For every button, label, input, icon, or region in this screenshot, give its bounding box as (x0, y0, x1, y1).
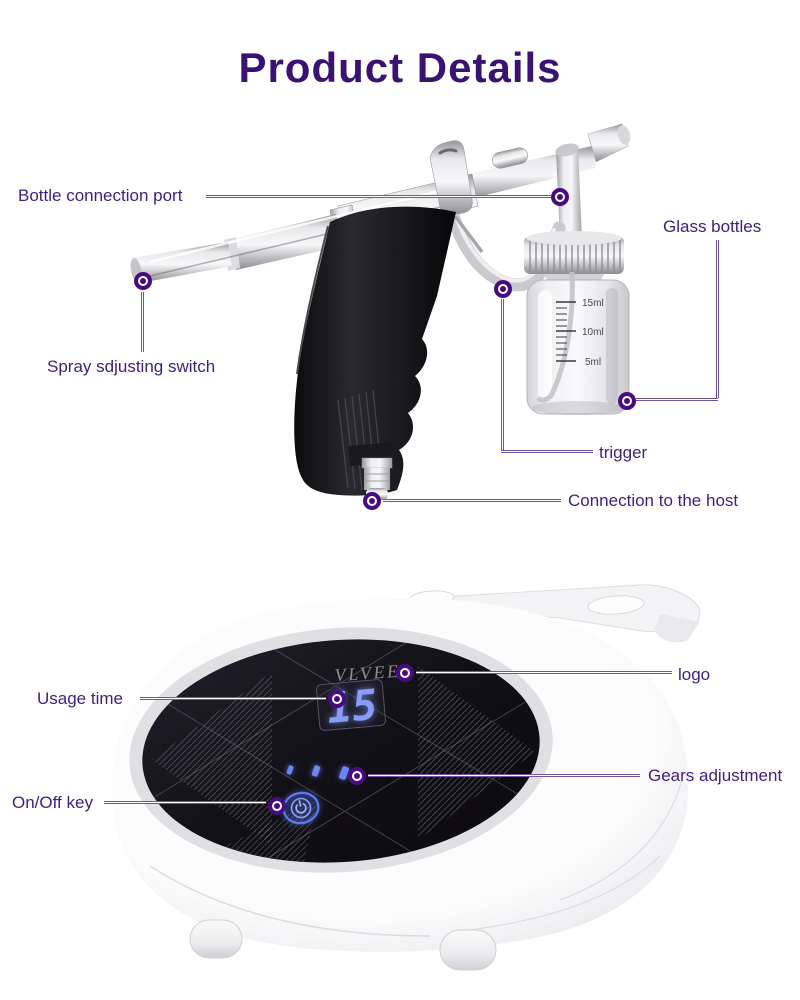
callout-marker-usage-time (328, 690, 346, 708)
bottle-cap-top (526, 231, 622, 245)
foot-right (439, 929, 497, 971)
callout-marker-connection-to-host (363, 492, 381, 510)
connector-ring (361, 457, 393, 469)
callout-label-glass-bottles: Glass bottles (663, 217, 762, 236)
callout-label-on-off-key: On/Off key (12, 793, 93, 812)
body-seam (469, 855, 661, 931)
callout-label-usage-time: Usage time (37, 689, 123, 708)
bottle-stem (556, 146, 582, 242)
linkage-rod (453, 214, 484, 254)
callout-line-on-off-key (104, 801, 266, 804)
callout-line-usage-time (140, 697, 326, 700)
bottle-bottom-shade (532, 401, 624, 415)
bottle-body (526, 279, 630, 415)
graduation-label-5ml: 5ml (585, 357, 601, 368)
graduation-ticks (556, 301, 576, 362)
callout-label-bottle-connection-port: Bottle connection port (18, 186, 183, 205)
spray-gun-illustration: 15ml 10ml 5ml (130, 123, 631, 500)
callout-line-trigger-horizontal (501, 450, 593, 453)
lever-slot (438, 148, 458, 155)
glass-bottle: 15ml 10ml 5ml (524, 231, 630, 415)
timer-display: 15 (316, 679, 386, 733)
graduation-label-15ml: 15ml (582, 298, 604, 309)
callout-line-trigger-vertical (501, 299, 504, 452)
callout-label-spray-adjusting-switch: Spray sdjusting switch (47, 357, 216, 376)
valve-knob (491, 147, 529, 169)
gear-level-dots (286, 765, 349, 780)
callout-line-gears-adjustment (368, 774, 640, 777)
callout-line-spray-adjusting-switch (141, 292, 144, 352)
callout-line-connection-to-host (383, 499, 561, 502)
foot-left (189, 919, 243, 959)
page-title: Product Details (238, 44, 562, 91)
callout-marker-trigger (494, 280, 512, 298)
panel-decor: VLVEE 15 (147, 627, 548, 876)
graduation-label-10ml: 10ml (582, 327, 604, 338)
callout-marker-gears-adjustment (348, 767, 366, 785)
barrel-end-cap (617, 125, 631, 145)
barrel-mid (228, 214, 342, 270)
callout-marker-on-off-key (268, 797, 286, 815)
barrel-highlight (149, 184, 461, 264)
callout-label-logo: logo (678, 665, 711, 684)
callout-line-logo (416, 671, 672, 674)
callout-label-connection-to-host: Connection to the host (568, 491, 739, 510)
hatch-right (418, 666, 535, 840)
callout-label-trigger: trigger (599, 443, 648, 462)
bottle-shade (606, 288, 618, 404)
callout-marker-bottle-connection-port (551, 188, 569, 206)
callout-label-gears-adjustment: Gears adjustment (648, 766, 783, 785)
callout-marker-spray-adjusting-switch (134, 272, 152, 290)
holder-notch-right (587, 595, 645, 615)
stem-joint (555, 143, 579, 157)
callout-line-glass-bottles-vertical (716, 240, 719, 398)
bottle-highlight (538, 290, 552, 402)
connector-shaft (364, 468, 390, 490)
callout-line-bottle-connection-port (206, 195, 551, 198)
holder-fold (654, 614, 700, 643)
handle-grip (294, 206, 456, 496)
body-crease-right (559, 779, 683, 901)
brand-logo-text: VLVEE (334, 661, 401, 686)
callout-marker-glass-bottles (618, 392, 636, 410)
power-button-icon (282, 791, 320, 825)
callout-line-glass-bottles-horizontal (636, 398, 718, 401)
body-crease-bottom (149, 865, 431, 937)
callout-marker-logo (396, 664, 414, 682)
host-machine-illustration: VLVEE 15 (112, 584, 701, 971)
handle-edge-highlight (296, 225, 329, 375)
nozzle-cone (132, 242, 232, 283)
